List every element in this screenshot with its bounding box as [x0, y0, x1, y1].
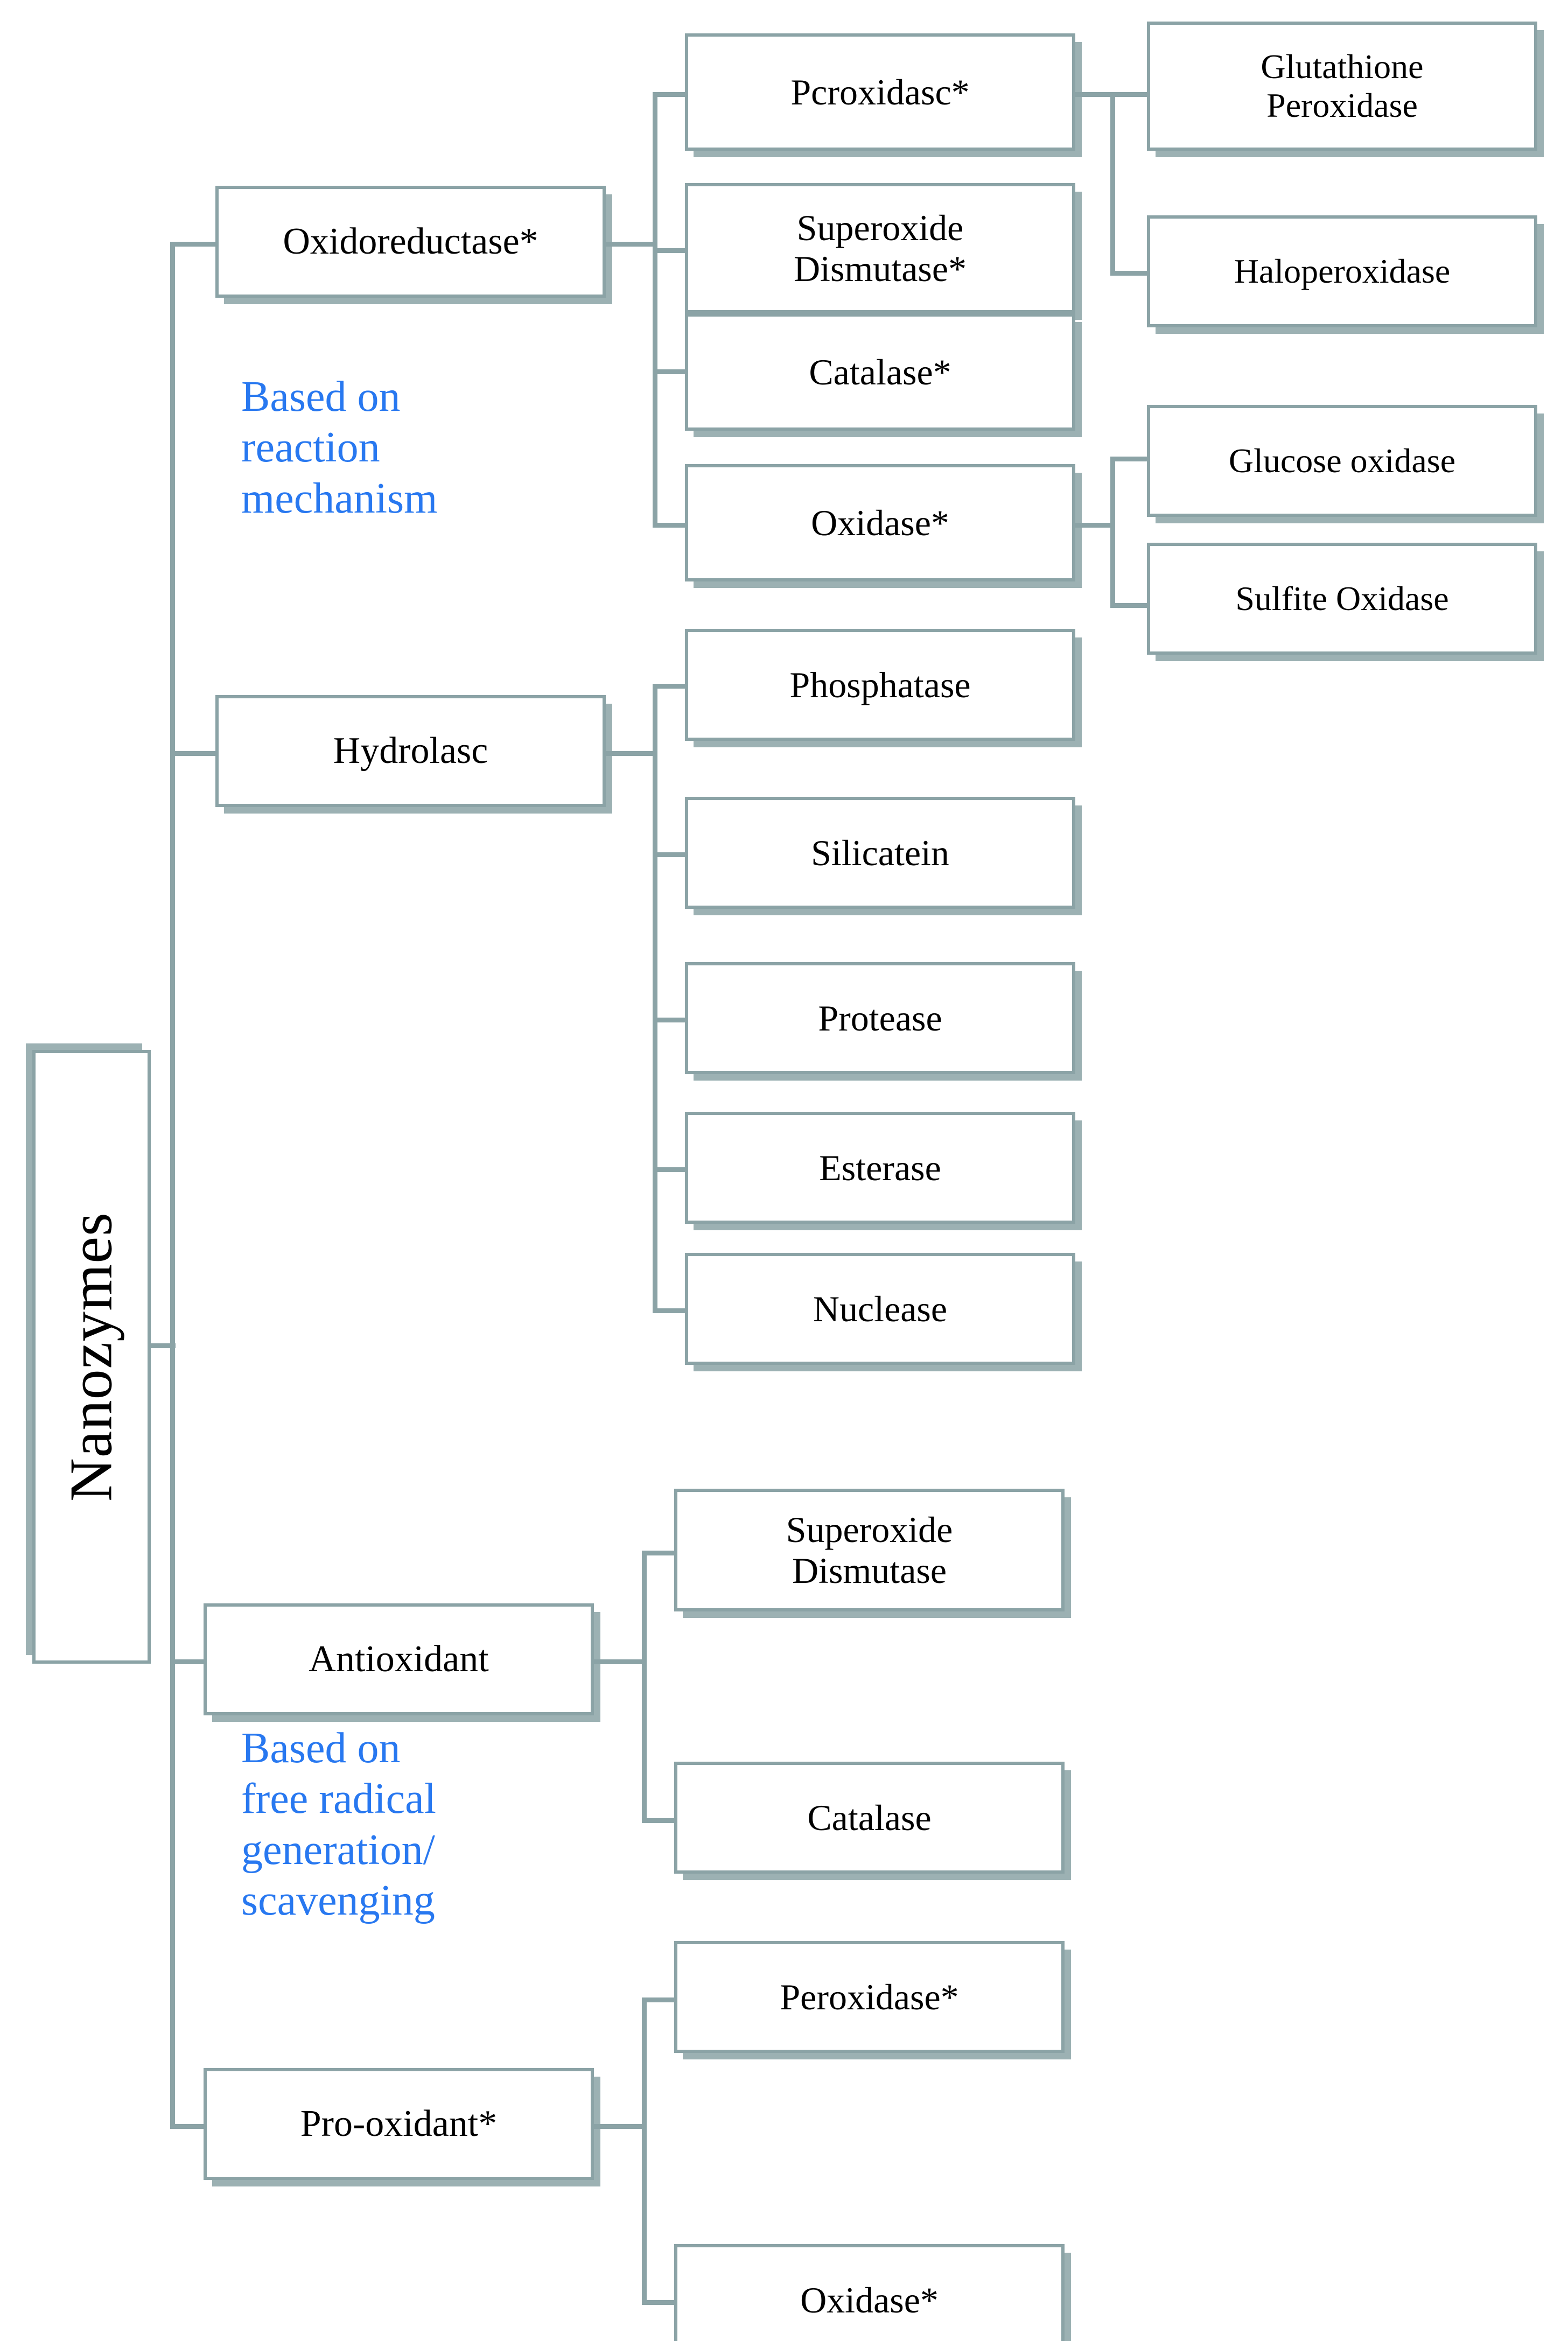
connector-to-oxidase-star: [653, 523, 712, 528]
root-node-nanozymes[interactable]: Nanozymes: [32, 1050, 151, 1664]
node-peroxidase[interactable]: Pcroxidasc*: [685, 33, 1075, 151]
connector-prooxidant-spine: [642, 1997, 647, 2304]
connector-antioxidant-out: [592, 1659, 646, 1664]
connector-to-glucose-oxidase: [1110, 457, 1153, 461]
connector-to-glutathione-peroxidase: [1110, 92, 1153, 97]
connector-root-stub: [149, 1343, 176, 1348]
node-label: Haloperoxidase: [1234, 252, 1451, 291]
connector-to-superoxide-dismutase-star: [653, 248, 712, 253]
node-label: Oxidase*: [811, 502, 949, 543]
node-hydrolase[interactable]: Hydrolasc: [215, 695, 606, 807]
connector-root-to-antioxidant: [170, 1659, 229, 1664]
node-label: Nuclease: [813, 1288, 948, 1329]
node-pro-oxidant[interactable]: Pro-oxidant*: [204, 2068, 594, 2180]
connector-to-nuclease: [653, 1308, 712, 1313]
node-label: Hydrolasc: [333, 730, 488, 772]
node-label: Glucose oxidase: [1228, 441, 1456, 480]
connector-to-catalase: [642, 1818, 701, 1823]
node-catalase-star[interactable]: Catalase*: [685, 313, 1075, 431]
connector-peroxidase-out: [1072, 92, 1115, 97]
connector-peroxidase-spine: [1110, 92, 1115, 275]
connector-root-to-oxidoreductase: [170, 242, 229, 247]
connector-to-haloperoxidase: [1110, 271, 1153, 276]
node-sulfite-oxidase[interactable]: Sulfite Oxidase: [1147, 543, 1537, 655]
connector-prooxidant-out: [592, 2124, 646, 2129]
node-protease[interactable]: Protease: [685, 962, 1075, 1074]
node-label: Peroxidase*: [780, 1976, 959, 2017]
connector-oxidase-star-spine: [1110, 457, 1115, 607]
node-label: Catalase: [807, 1797, 932, 1838]
node-oxidase-star[interactable]: Oxidase*: [685, 464, 1075, 581]
node-label: Sulfite Oxidase: [1235, 579, 1449, 618]
node-antioxidant[interactable]: Antioxidant: [204, 1603, 594, 1715]
connector-root-to-prooxidant: [170, 2124, 229, 2129]
node-phosphatase[interactable]: Phosphatase: [685, 629, 1075, 741]
node-catalase[interactable]: Catalase: [674, 1762, 1065, 1874]
node-label: Phosphatase: [789, 664, 971, 705]
connector-root-to-hydrolase: [170, 751, 229, 756]
connector-oxidoreductase-spine: [653, 92, 657, 523]
connector-to-silicatein: [653, 852, 712, 857]
node-label: Catalase*: [809, 351, 951, 392]
node-esterase[interactable]: Esterase: [685, 1112, 1075, 1224]
connector-to-esterase: [653, 1167, 712, 1172]
connector-to-protease: [653, 1018, 712, 1022]
connector-to-superoxide-dismutase: [642, 1551, 701, 1555]
node-silicatein[interactable]: Silicatein: [685, 797, 1075, 909]
connector-hydrolase-spine: [653, 684, 657, 1308]
node-label: Pcroxidasc*: [790, 71, 970, 113]
connector-to-oxidase-star-2: [642, 2300, 701, 2305]
node-peroxidase-star-2[interactable]: Peroxidase*: [674, 1941, 1065, 2053]
connector-oxidase-star-out: [1072, 523, 1115, 528]
node-label: Oxidoreductase*: [283, 220, 538, 262]
connector-to-phosphatase: [653, 684, 712, 689]
node-label: Silicatein: [811, 832, 949, 873]
node-oxidoreductase[interactable]: Oxidoreductase*: [215, 186, 606, 298]
connector-to-peroxidase-star-2: [642, 1997, 701, 2002]
node-oxidase-star-2[interactable]: Oxidase*: [674, 2244, 1065, 2341]
node-label: Esterase: [819, 1147, 941, 1188]
node-label: Oxidase*: [800, 2279, 939, 2321]
root-label: Nanozymes: [58, 1212, 125, 1502]
connector-to-catalase-star: [653, 369, 712, 374]
connector-oxidoreductase-out: [603, 242, 657, 247]
node-glucose-oxidase[interactable]: Glucose oxidase: [1147, 405, 1537, 517]
connector-root-trunk: [170, 242, 175, 2126]
node-label: Protease: [818, 997, 942, 1039]
node-label: Antioxidant: [309, 1638, 489, 1680]
connector-antioxidant-spine: [642, 1551, 647, 1823]
node-haloperoxidase[interactable]: Haloperoxidase: [1147, 215, 1537, 327]
connector-to-sulfite-oxidase: [1110, 603, 1153, 608]
connector-hydrolase-out: [603, 751, 657, 756]
caption-based-on-free-radical: Based on free radical generation/ scaven…: [241, 1725, 436, 1925]
node-label: Pro-oxidant*: [300, 2102, 498, 2144]
node-nuclease[interactable]: Nuclease: [685, 1253, 1075, 1365]
connector-to-peroxidase: [653, 92, 712, 97]
caption-based-on-reaction-mechanism: Based on reaction mechanism: [241, 373, 438, 522]
